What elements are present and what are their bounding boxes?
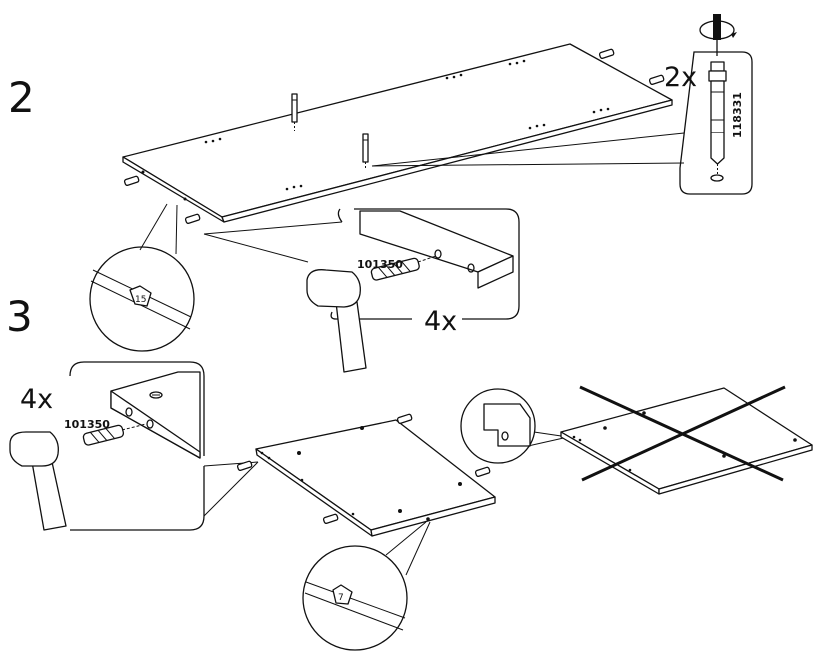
step-2-number: 2: [8, 73, 35, 122]
dowel-part-number-step3: 101350: [64, 418, 110, 431]
cam-bolt-insert-2: [362, 133, 369, 168]
edge-marker-15: 15: [135, 295, 146, 305]
cam-bolt-icon: [708, 61, 727, 182]
cam-bolt-insert-1: [291, 93, 298, 131]
step-3-section: 3 4x 101350: [6, 292, 813, 651]
cross-out-icon: [579, 385, 786, 482]
edge-marker-magnifier-7: 7: [302, 521, 431, 651]
hammer-icon-step3: [9, 431, 67, 531]
cam-bolt-detail: 118331: [679, 14, 753, 195]
dowel-part-number-step2: 101350: [357, 258, 403, 271]
cam-part-number: 118331: [731, 92, 744, 138]
step-2-section: 2: [8, 14, 753, 373]
step-3-number: 3: [6, 292, 33, 341]
side-panel: [236, 413, 496, 537]
edge-marker-magnifier-15: 15: [89, 203, 195, 352]
dowel-quantity-step2: 4x: [424, 306, 457, 337]
cam-quantity: 2x: [664, 62, 697, 93]
dowel-quantity-step3: 4x: [20, 384, 53, 415]
long-board: [122, 43, 673, 223]
long-board-dowels: [123, 48, 665, 224]
incorrect-orientation-detail: [460, 385, 813, 495]
edge-marker-7: 7: [338, 593, 344, 603]
dowel-detail-step2: 101350: [203, 208, 520, 373]
dowel-detail-step3: 101350: [9, 361, 259, 531]
hammer-icon: [306, 269, 367, 373]
screwdriver-rotate-icon: [699, 14, 737, 56]
